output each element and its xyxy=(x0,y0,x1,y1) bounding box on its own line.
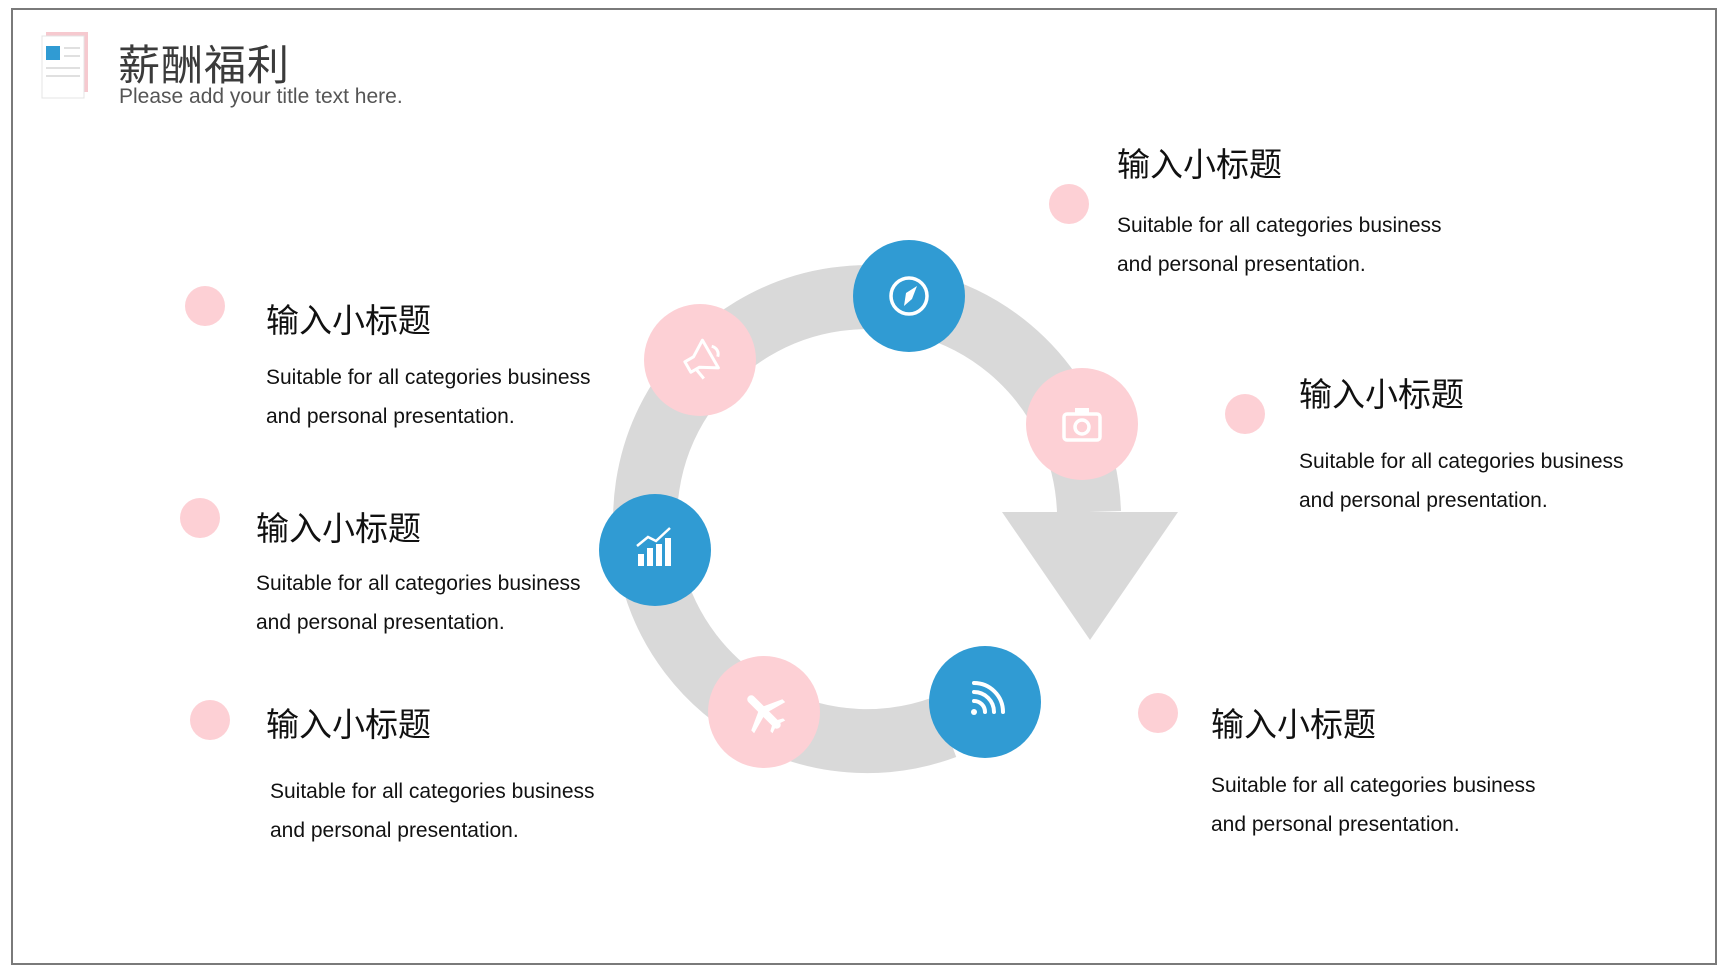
node-bar-chart xyxy=(599,494,711,606)
item-heading: 输入小标题 xyxy=(1299,375,1464,414)
item-heading: 输入小标题 xyxy=(1211,705,1376,744)
bullet-dot xyxy=(1225,394,1265,434)
node-wifi xyxy=(929,646,1041,758)
text-block-top-left: 输入小标题 Suitable for all categories busine… xyxy=(266,294,591,436)
item-description-line: and personal presentation. xyxy=(266,405,515,428)
cycle-arrowhead xyxy=(1002,512,1178,640)
page-title: 薪酬福利 xyxy=(118,41,291,90)
item-heading: 输入小标题 xyxy=(266,705,431,744)
node-compass xyxy=(853,240,965,352)
megaphone-icon xyxy=(683,338,720,380)
document-logo-icon xyxy=(41,32,88,99)
page-subtitle: Please add your title text here. xyxy=(119,85,403,108)
bar-chart-icon xyxy=(636,527,671,566)
item-heading: 输入小标题 xyxy=(266,301,431,340)
text-block-top-right: 输入小标题 Suitable for all categories busine… xyxy=(1117,138,1442,284)
item-description-line: Suitable for all categories business xyxy=(1211,774,1536,797)
bullet-dot xyxy=(180,498,220,538)
item-description-line: Suitable for all categories business xyxy=(266,366,591,389)
text-block-middle-left: 输入小标题 Suitable for all categories busine… xyxy=(256,502,581,642)
bullet-dot xyxy=(190,700,230,740)
item-description-line: Suitable for all categories business xyxy=(1299,450,1624,473)
camera-icon xyxy=(1062,408,1102,442)
item-description-line: and personal presentation. xyxy=(256,611,505,634)
item-description-line: Suitable for all categories business xyxy=(256,572,581,595)
node-megaphone xyxy=(644,304,756,416)
slide-frame xyxy=(11,8,1717,965)
airplane-icon xyxy=(747,695,786,734)
wifi-signal-icon xyxy=(971,681,1005,715)
item-description-line: and personal presentation. xyxy=(270,819,519,842)
item-description-line: Suitable for all categories business xyxy=(270,780,595,803)
bullet-dot xyxy=(185,286,225,326)
node-camera xyxy=(1026,368,1138,480)
node-airplane xyxy=(708,656,820,768)
item-description-line: and personal presentation. xyxy=(1299,489,1548,512)
item-heading: 输入小标题 xyxy=(256,509,421,548)
compass-icon xyxy=(889,276,929,316)
text-block-bottom-right: 输入小标题 Suitable for all categories busine… xyxy=(1211,698,1536,844)
text-block-right: 输入小标题 Suitable for all categories busine… xyxy=(1299,368,1624,520)
item-description-line: and personal presentation. xyxy=(1211,813,1460,836)
item-heading: 输入小标题 xyxy=(1117,145,1282,184)
text-block-bottom-left: 输入小标题 Suitable for all categories busine… xyxy=(266,698,595,850)
bullet-dot xyxy=(1138,693,1178,733)
bullet-dot xyxy=(1049,184,1089,224)
item-description-line: Suitable for all categories business xyxy=(1117,214,1442,237)
item-description-line: and personal presentation. xyxy=(1117,253,1366,276)
